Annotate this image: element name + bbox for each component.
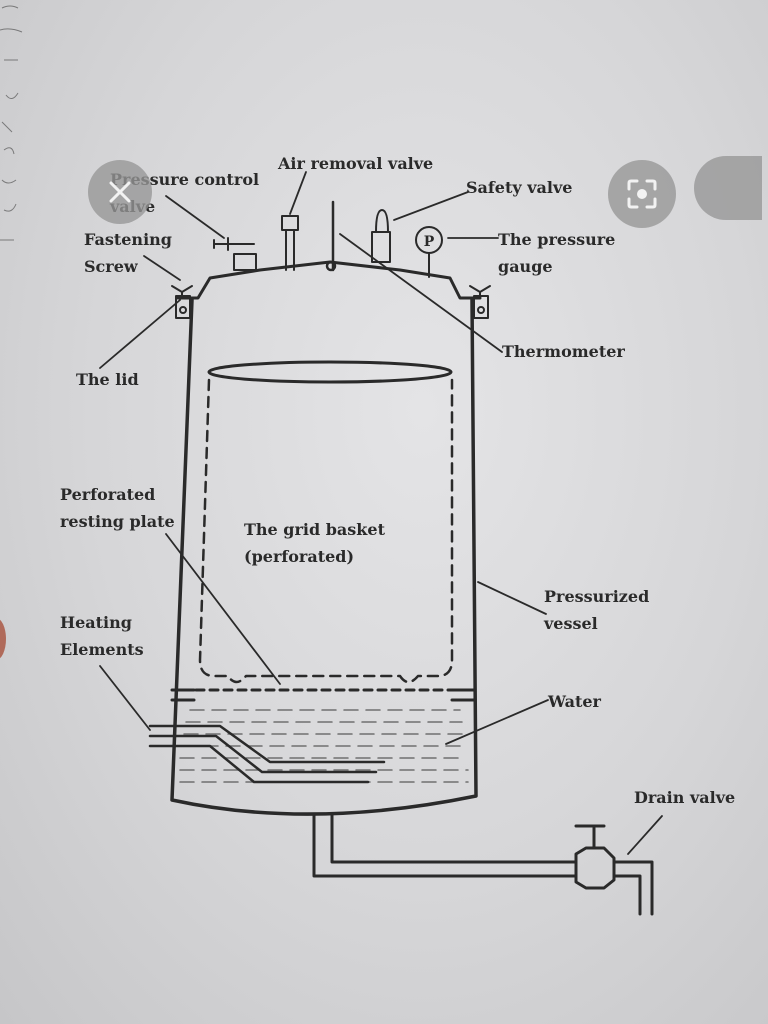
label-heating-elements: Heating Elements	[60, 613, 144, 659]
drain-pipe	[312, 812, 654, 916]
gauge-symbol: P	[424, 234, 435, 250]
air-removal-valve	[281, 215, 299, 271]
label-fastening-screw: Fastening Screw	[84, 230, 172, 276]
plate-supports	[170, 688, 476, 702]
notebook-scribbles	[0, 5, 23, 241]
label-lid: The lid	[76, 370, 139, 389]
pressure-gauge-icon	[415, 226, 443, 278]
close-icon	[109, 181, 131, 203]
grid-basket	[198, 360, 454, 684]
finger-edge	[0, 618, 6, 660]
label-safety-valve: Safety valve	[466, 178, 573, 197]
water	[179, 709, 469, 783]
label-drain-valve: Drain valve	[634, 788, 736, 807]
leader-lines	[99, 171, 663, 855]
label-grid-basket: The grid basket (perforated)	[244, 520, 385, 566]
label-air-removal-valve: Air removal valve	[278, 154, 434, 173]
safety-valve	[371, 209, 391, 263]
thermometer	[325, 200, 337, 272]
fastening-screw-right	[469, 285, 491, 319]
drain-valve-icon	[574, 824, 616, 890]
label-thermometer: Thermometer	[502, 342, 625, 361]
lid	[176, 260, 482, 300]
close-button[interactable]	[88, 160, 152, 224]
pressure-control-valve	[213, 237, 257, 271]
heating-elements	[148, 724, 386, 784]
label-pressure-gauge: The pressure gauge	[498, 230, 616, 276]
label-pressurized-vessel: Pressurized vessel	[544, 587, 650, 633]
lens-search-button[interactable]	[608, 160, 676, 228]
label-perforated-resting-plate: Perforated resting plate	[60, 485, 175, 531]
label-water: Water	[548, 692, 601, 711]
next-image-button[interactable]	[694, 156, 762, 220]
pressurized-vessel	[170, 298, 478, 816]
fastening-screw-left	[171, 285, 193, 319]
lens-search-icon	[627, 179, 657, 209]
